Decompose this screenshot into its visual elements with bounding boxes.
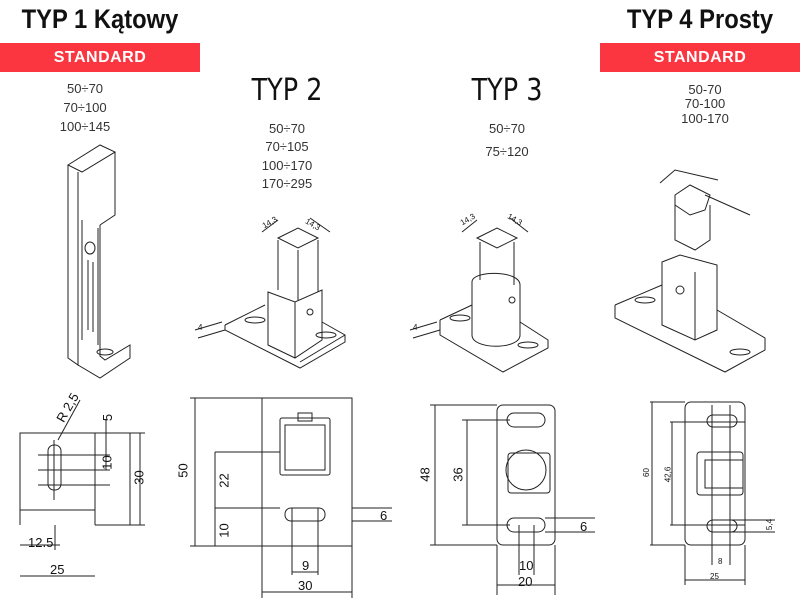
- typ2-dim-50: 50: [175, 463, 191, 478]
- typ3-isometric-drawing: [409, 217, 549, 373]
- typ2-range: 50÷70: [268, 121, 306, 136]
- typ4-range: 100-170: [681, 111, 729, 126]
- typ1-range: 50÷70: [66, 81, 104, 96]
- typ3-dim-6: 6: [580, 519, 588, 534]
- typ2-dim-6: 6: [380, 508, 388, 523]
- typ3-range: 50÷70: [488, 121, 526, 136]
- typ4-range: 70-100: [684, 96, 726, 111]
- typ3-dim-36: 36: [450, 467, 466, 482]
- typ1-standard-badge: STANDARD: [0, 43, 200, 72]
- typ2-dim-22: 22: [216, 473, 232, 488]
- typ4-dim-8: 8: [718, 557, 723, 566]
- typ3-range: 75÷120: [485, 144, 529, 159]
- typ4-dim-5-4: 5,4: [765, 518, 775, 531]
- typ4-dim-42-6: 42,6: [663, 466, 673, 483]
- typ3-dim-48: 48: [417, 467, 433, 482]
- typ3-dim-20: 20: [518, 574, 533, 589]
- typ1-plan-drawing: [19, 399, 145, 577]
- typ4-title: TYP 4 Prosty: [626, 4, 774, 34]
- typ3-plan-drawing: [430, 404, 595, 595]
- typ4-range: 50-70: [688, 82, 722, 97]
- typ2-range: 70÷105: [265, 139, 309, 154]
- typ4-isometric-drawing: [614, 169, 766, 373]
- typ2-dim-9: 9: [302, 558, 310, 573]
- typ2-plan-drawing: [190, 397, 392, 598]
- typ4-standard-badge: STANDARD: [600, 43, 800, 72]
- typ2-isometric-drawing: [194, 217, 346, 369]
- typ1-range: 70÷100: [63, 100, 107, 115]
- typ2-iso-thickness: 4: [198, 323, 203, 332]
- typ3-title: TYP 3: [471, 73, 543, 108]
- typ3-iso-thickness: 4: [413, 323, 418, 332]
- typ1-dim-25: 25: [50, 562, 65, 577]
- typ3-dim-10: 10: [519, 558, 534, 573]
- typ2-range: 100÷170: [261, 158, 313, 173]
- typ4-dim-60: 60: [641, 468, 651, 477]
- typ1-range: 100÷145: [59, 119, 111, 134]
- typ1-dim-10: 10: [99, 455, 115, 470]
- typ2-dim-30: 30: [298, 578, 313, 593]
- typ1-dim-12-5: 12.5: [28, 535, 54, 550]
- typ1-dim-30: 30: [131, 470, 147, 485]
- typ1-isometric-drawing: [66, 144, 131, 379]
- typ4-dim-25: 25: [710, 572, 719, 581]
- typ2-range: 170÷295: [261, 176, 313, 191]
- typ4-plan-drawing: [650, 401, 775, 585]
- typ2-dim-10: 10: [216, 523, 232, 538]
- typ2-title: TYP 2: [251, 73, 323, 108]
- typ1-title: TYP 1 Kątowy: [21, 4, 179, 34]
- typ1-dim-5: 5: [100, 413, 116, 422]
